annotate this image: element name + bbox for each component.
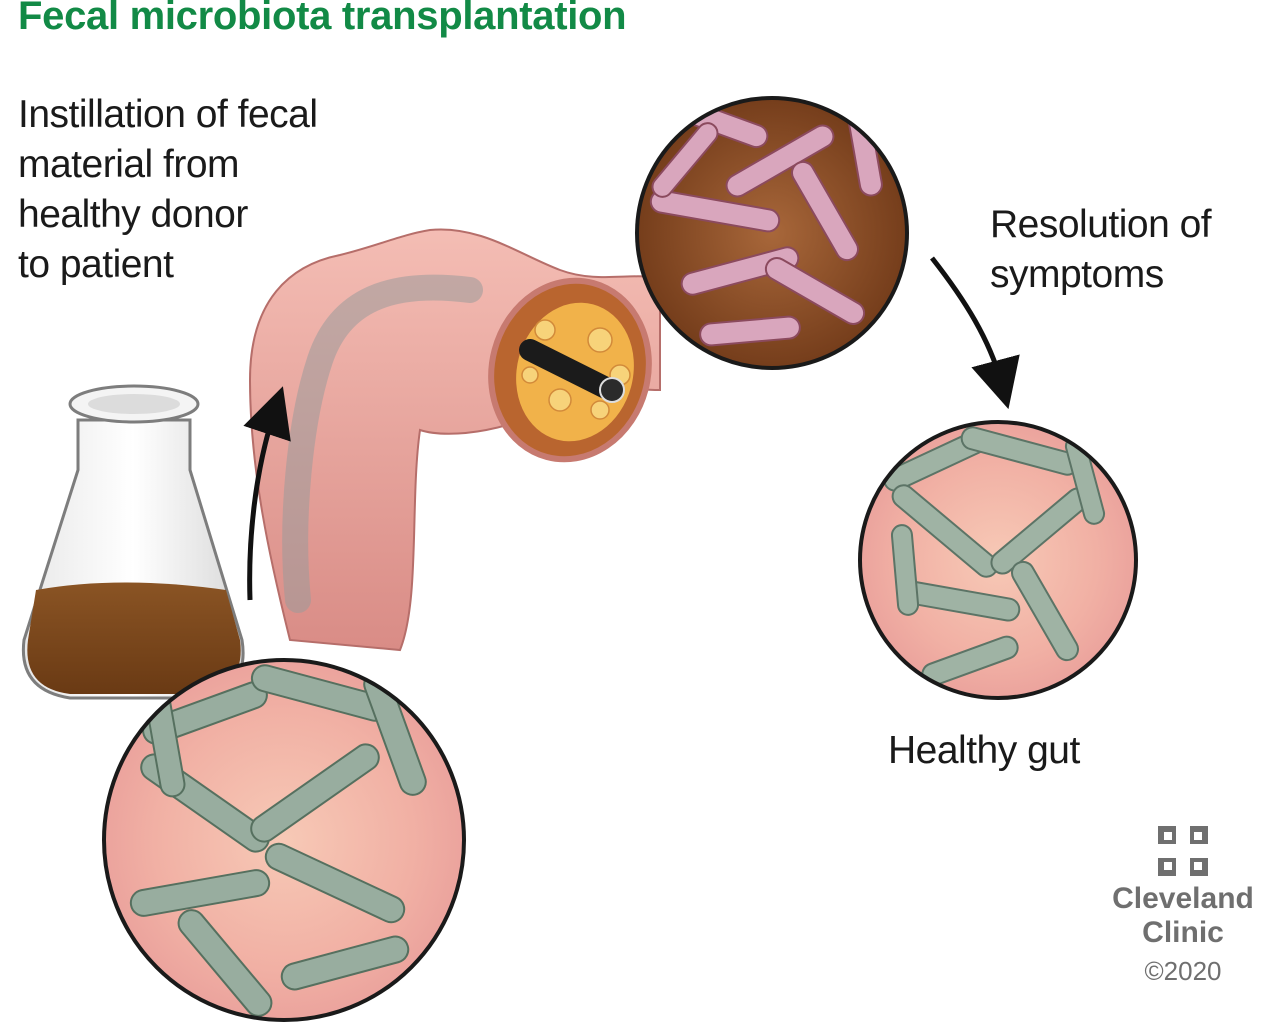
healthy-gut-label: Healthy gut [888, 729, 1080, 772]
colonoscope-tip [519, 339, 621, 401]
upward-arrow [243, 386, 291, 601]
copyright-text: ©2020 [1144, 956, 1222, 986]
logo-text-line: Cleveland [1112, 882, 1254, 915]
cleveland-clinic-logo: Cleveland Clinic ©2020 [1108, 826, 1258, 988]
instillation-label-line: healthy donor [18, 193, 248, 236]
resolution-label-line: symptoms [990, 253, 1164, 296]
downward-arrow [930, 256, 1020, 410]
colon [248, 228, 661, 652]
instillation-label-line: material from [18, 143, 240, 186]
diseased-bacteria-circle [635, 96, 909, 370]
colonoscope-tube [282, 274, 483, 613]
cleveland-clinic-logo-icon [1158, 826, 1208, 876]
resolution-label-line: Resolution of [990, 203, 1212, 246]
healthy-gut-circle [858, 420, 1138, 700]
instillation-label-line: to patient [18, 243, 174, 286]
logo-text-line: Clinic [1142, 916, 1224, 949]
instillation-label: Instillation of fecal material from heal… [18, 90, 318, 290]
flask [21, 384, 245, 700]
instillation-label-line: Instillation of fecal [18, 93, 318, 136]
fecal-liquid [27, 582, 241, 694]
resolution-label: Resolution of symptoms [990, 200, 1212, 300]
diagram-title: Fecal microbiota transplantation [18, 0, 627, 38]
donor-bacteria-circle [102, 658, 466, 1022]
